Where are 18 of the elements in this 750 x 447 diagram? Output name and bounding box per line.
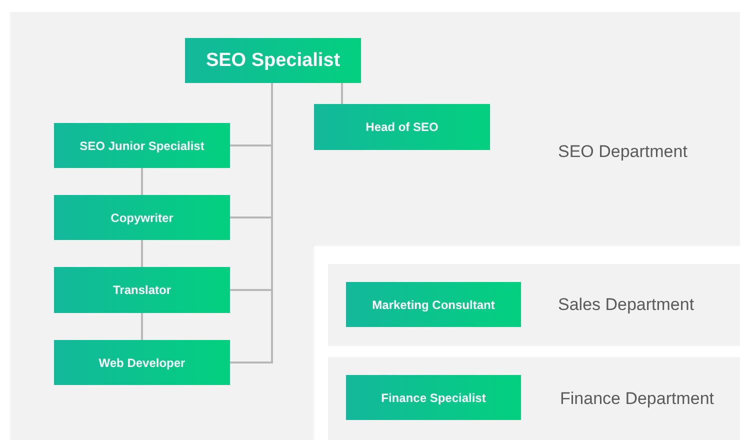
role-box: Head of SEO — [314, 104, 490, 150]
role-box: SEO Specialist — [185, 38, 361, 83]
role-box: SEO Junior Specialist — [54, 123, 230, 168]
role-box: Marketing Consultant — [346, 282, 521, 327]
department-label: Sales Department — [558, 295, 694, 315]
department-band — [328, 264, 740, 346]
department-band — [328, 357, 740, 440]
role-box: Web Developer — [54, 340, 230, 385]
department-label: Finance Department — [560, 388, 714, 408]
department-label: SEO Department — [558, 142, 688, 162]
connector-line — [141, 168, 143, 195]
role-box: Copywriter — [54, 195, 230, 240]
connector-line — [141, 313, 143, 340]
connector-line — [230, 83, 273, 364]
connector-line — [341, 83, 343, 104]
connector-line — [141, 240, 143, 267]
role-box: Translator — [54, 267, 230, 313]
role-box: Finance Specialist — [346, 375, 521, 420]
